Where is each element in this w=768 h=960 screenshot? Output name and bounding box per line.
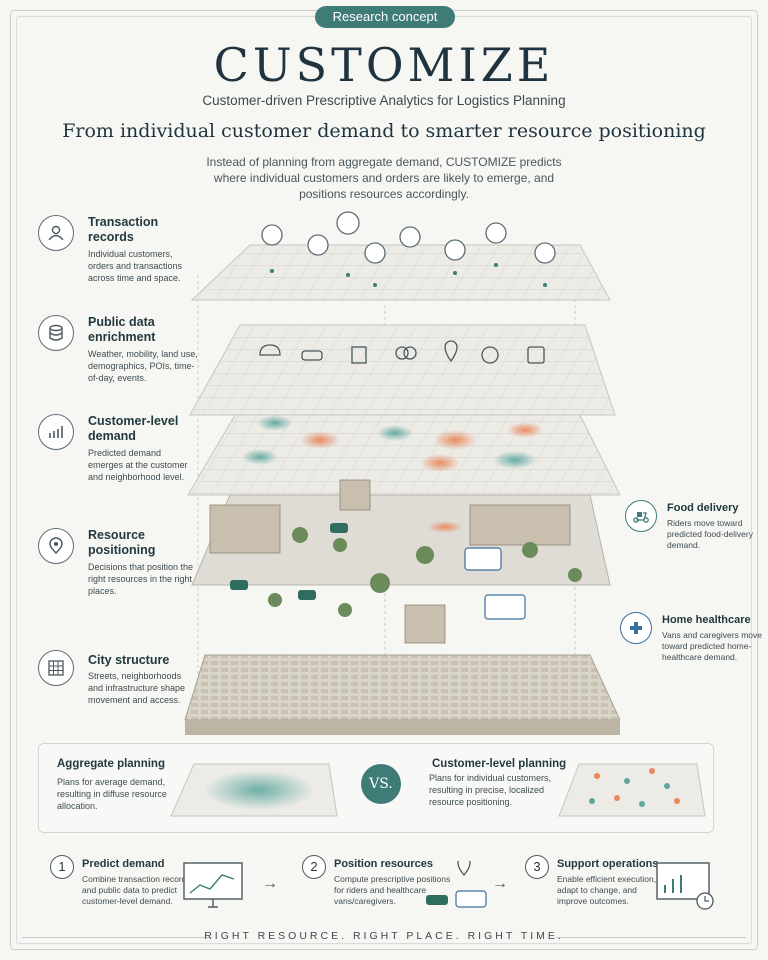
customer-map-illustration	[558, 763, 706, 817]
arrow-right-icon: →	[492, 875, 508, 892]
page-subtitle: Customer-driven Prescriptive Analytics f…	[202, 93, 566, 108]
layer-city-structure: City structure Streets, neighborhoods an…	[38, 650, 198, 720]
user-icon	[38, 215, 74, 251]
medical-cross-icon	[620, 612, 652, 644]
step-position-resources: 2 Position resources Compute prescriptiv…	[302, 855, 512, 915]
aggregate-planning-desc: Plans for average demand, resulting in d…	[57, 777, 167, 811]
step-predict-demand: 1 Predict demand Combine transaction rec…	[50, 855, 260, 915]
customer-planning-desc: Plans for individual customers, resultin…	[429, 773, 552, 807]
layer-desc: Streets, neighborhoods and infrastructur…	[88, 671, 186, 705]
page-title: CUSTOMIZE	[213, 38, 555, 92]
footer-rule-left	[22, 937, 212, 938]
scooter-icon	[625, 500, 657, 532]
callout-desc: Vans and caregivers move toward predicte…	[662, 630, 763, 662]
footer-tagline: RIGHT RESOURCE. RIGHT PLACE. RIGHT TIME.	[204, 930, 564, 942]
chart-icon	[38, 414, 74, 450]
transaction-pins	[261, 211, 556, 264]
step-title: Predict demand	[82, 858, 165, 870]
layer-resource-positioning: Resource positioning Decisions that posi…	[38, 528, 198, 598]
vehicles-icon	[426, 861, 487, 908]
arrow-right-icon: →	[262, 875, 278, 892]
layer-customer-demand: Customer-level demand Predicted demand e…	[38, 414, 198, 484]
home-healthcare-callout: Home healthcare Vans and caregivers move…	[620, 612, 762, 682]
layer-desc: Weather, mobility, land use, demographic…	[88, 349, 198, 383]
database-icon	[38, 315, 74, 351]
step-desc: Compute prescriptive positions for rider…	[334, 874, 451, 906]
location-pin-icon	[38, 528, 74, 564]
callout-desc: Riders move toward predicted food-delive…	[667, 518, 753, 550]
layer-desc: Individual customers, orders and transac…	[88, 249, 183, 283]
food-delivery-callout: Food delivery Riders move toward predict…	[625, 500, 755, 560]
layer-title: Public data enrichment	[88, 315, 156, 344]
research-concept-tag: Research concept	[315, 6, 455, 28]
step-number: 2	[302, 855, 326, 879]
layer-public-data: Public data enrichment Weather, mobility…	[38, 315, 198, 385]
step-desc: Combine transaction records and public d…	[82, 874, 191, 906]
customer-planning-title: Customer-level planning	[432, 758, 567, 770]
aggregate-map-illustration	[170, 763, 338, 817]
footer-rule-right	[556, 937, 746, 938]
layer-desc: Decisions that position the right resour…	[88, 562, 194, 596]
step-number: 3	[525, 855, 549, 879]
step-support-operations: 3 Support operations Enable efficient ex…	[525, 855, 725, 915]
layer-desc: Predicted demand emerges at the customer…	[88, 448, 188, 482]
layer-title: Transaction records	[88, 215, 159, 244]
layer-title: Customer-level demand	[88, 414, 179, 443]
comparison-panel: Aggregate planning Plans for average dem…	[38, 743, 714, 833]
monitor-chart-icon	[183, 862, 243, 908]
layer-stack-illustration	[184, 211, 620, 735]
intro-text: Instead of planning from aggregate deman…	[206, 155, 562, 201]
grid-icon	[38, 650, 74, 686]
layer-title: Resource positioning	[88, 528, 156, 557]
layer-transaction-records: Transaction records Individual customers…	[38, 215, 198, 285]
monitor-clock-icon	[656, 862, 714, 910]
step-title: Support operations	[557, 858, 659, 870]
callout-title: Home healthcare	[662, 614, 751, 626]
layer-title: City structure	[88, 653, 170, 667]
callout-title: Food delivery	[667, 502, 739, 514]
headline: From individual customer demand to smart…	[62, 120, 706, 142]
step-number: 1	[50, 855, 74, 879]
vs-badge: VS.	[361, 764, 401, 804]
aggregate-planning-title: Aggregate planning	[57, 758, 165, 770]
step-title: Position resources	[334, 858, 434, 870]
step-desc: Enable efficient execution, adapt to cha…	[557, 874, 657, 906]
